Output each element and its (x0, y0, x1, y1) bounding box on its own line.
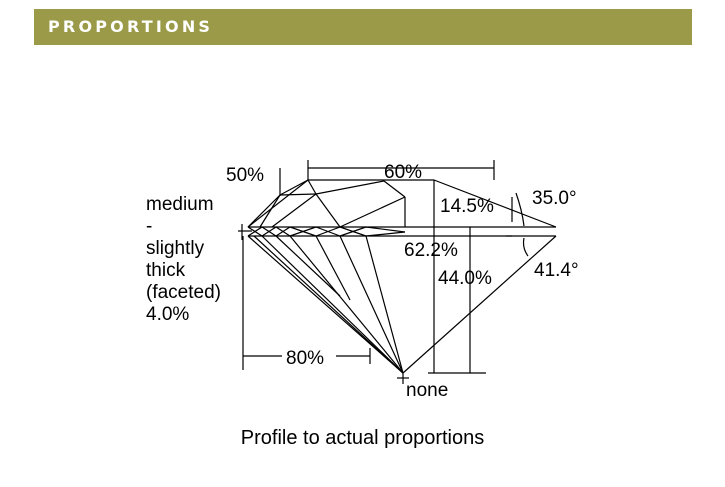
girdle-label-line-6: 4.0% (146, 304, 189, 325)
culet-label: none (406, 380, 448, 401)
diamond-outline (247, 179, 557, 374)
dimension-labels: 50% 60% medium - slightly thick (faceted… (146, 162, 579, 401)
pavilion-angle-label: 41.4° (534, 260, 579, 281)
header-bar: PROPORTIONS (34, 9, 692, 45)
lower-half-label: 80% (286, 348, 324, 369)
table-width-label: 60% (384, 162, 422, 183)
crown-height-label: 14.5% (440, 196, 494, 217)
girdle-label-line-3: slightly (146, 238, 205, 259)
pavilion-depth-label: 44.0% (438, 268, 492, 289)
total-depth-label: 62.2% (404, 240, 458, 261)
table-pct-label: 50% (226, 165, 264, 186)
girdle-label-line-4: thick (146, 260, 186, 281)
crown-angle-label: 35.0° (532, 188, 577, 209)
dimension-lines (238, 160, 529, 384)
header-title: PROPORTIONS (48, 17, 214, 36)
girdle-label-line-2: - (146, 216, 152, 237)
girdle-label-line-1: medium (146, 194, 214, 215)
diagram-caption: Profile to actual proportions (240, 427, 485, 449)
girdle-label-line-5: (faceted) (146, 282, 221, 303)
